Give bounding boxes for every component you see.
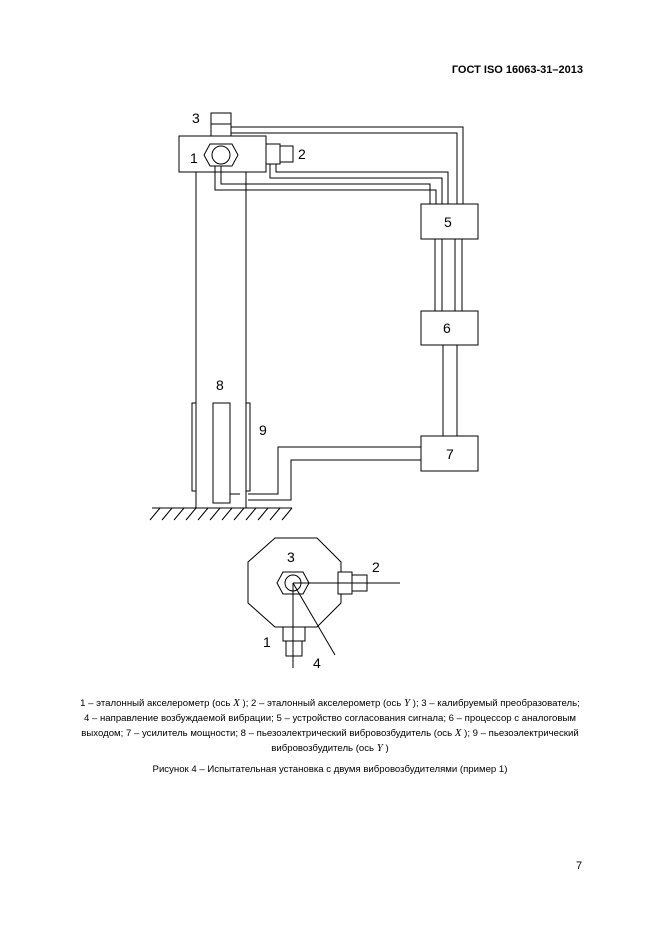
vibration-direction-line (292, 582, 336, 656)
label-6: 6 (443, 320, 451, 336)
cable-2 (269, 164, 443, 204)
legend-line-4: вибровозбудитель (ось Y ) (271, 742, 389, 754)
accelerometer-2 (265, 143, 281, 165)
label-8: 8 (216, 377, 224, 393)
document-header: ГОСТ ISO 16063-31–2013 (451, 64, 583, 76)
exciter-9-right (245, 402, 251, 492)
block-6-processor (420, 310, 479, 346)
detail-accelerometer-1 (282, 626, 306, 642)
label-1: 1 (190, 150, 198, 166)
legend-line-2: 4 – направление возбуждаемой вибрации; 5… (84, 713, 576, 724)
label-3: 3 (192, 110, 200, 126)
detail-label-4: 4 (313, 655, 321, 671)
label-5: 5 (444, 214, 452, 230)
figure-legend: 1 – эталонный акселерометр (ось X ); 2 –… (30, 696, 630, 756)
legend-line-3: выходом; 7 – усилитель мощности; 8 – пье… (81, 727, 579, 739)
detail-label-2: 2 (372, 559, 380, 575)
accelerometer-1-circle (211, 145, 231, 165)
label-7: 7 (446, 446, 454, 462)
cable-exciter-9 (248, 446, 421, 495)
block-7-amplifier (420, 435, 479, 472)
cable-1 (214, 166, 437, 204)
page-number: 7 (576, 860, 583, 872)
exciter-8 (212, 402, 231, 504)
label-2: 2 (298, 146, 306, 162)
ground-hatch (149, 507, 293, 521)
exciter-9-left (191, 402, 197, 492)
figure-caption: Рисунок 4 – Испытательная установка с дв… (152, 764, 508, 775)
label-9: 9 (259, 422, 267, 438)
detail-label-3: 3 (287, 549, 295, 565)
cable-3 (231, 126, 464, 204)
test-setup-diagram: 1 2 3 5 6 7 8 9 3 2 1 4 (149, 110, 479, 671)
detail-label-1: 1 (263, 634, 271, 650)
legend-line-1: 1 – эталонный акселерометр (ось X ); 2 –… (80, 697, 580, 709)
block-5-signal-conditioner (420, 203, 479, 240)
